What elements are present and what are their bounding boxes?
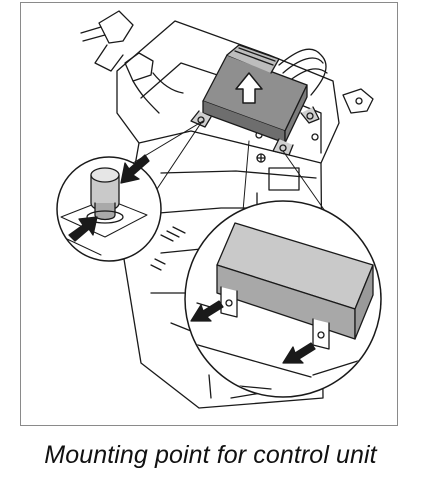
- figure-caption: Mounting point for control unit: [44, 441, 377, 469]
- mounting-diagram: [56, 10, 382, 409]
- side-bracket: [342, 88, 374, 114]
- wire-harness: [80, 10, 328, 114]
- arrow-up-right-icon: [68, 216, 98, 242]
- arrow-up-icon: [235, 72, 263, 104]
- detail-circle-clips: [184, 200, 382, 398]
- figure-frame: [20, 2, 398, 426]
- detail-circle-stud: [56, 156, 162, 262]
- arrow-down-left-icon: [120, 154, 150, 184]
- arrow-down-left-icon: [190, 300, 316, 364]
